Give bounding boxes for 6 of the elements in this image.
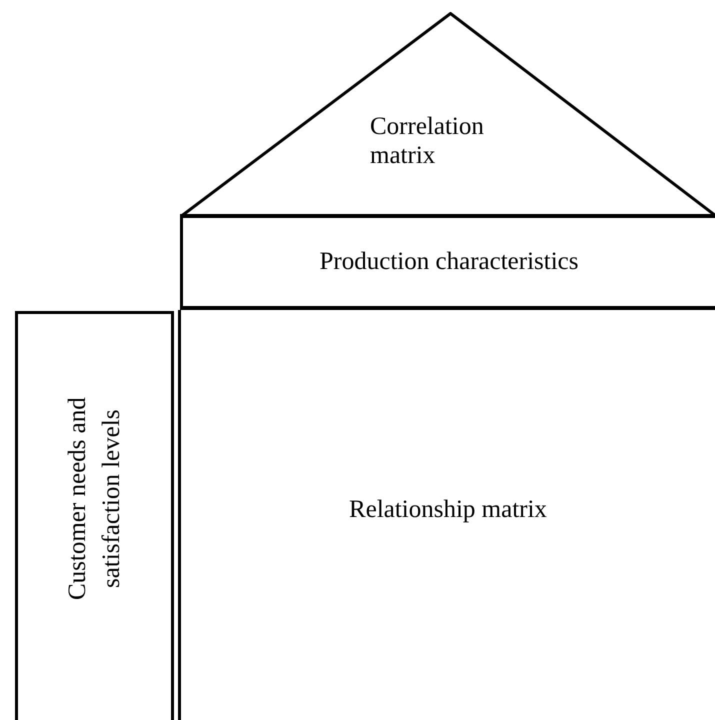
section-label: Correlation matrix	[370, 112, 485, 170]
section-label: Relationship matrix	[349, 495, 547, 525]
side-box	[15, 311, 174, 720]
section-label: Production characteristics	[320, 247, 578, 277]
header-box	[180, 214, 715, 310]
section-label: Customer needs and satisfaction levels	[62, 396, 126, 602]
